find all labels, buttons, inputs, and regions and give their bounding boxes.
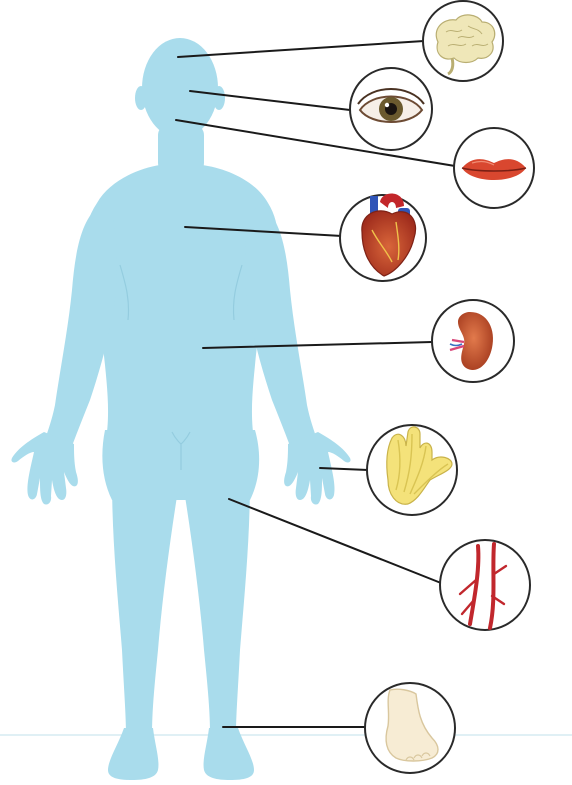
lips-icon [454, 128, 534, 208]
left-hand [11, 432, 77, 505]
brain-icon [423, 1, 503, 81]
kidney-icon [432, 300, 514, 382]
head [142, 38, 218, 138]
right-leg [184, 480, 250, 735]
foot-icon [365, 683, 455, 773]
blood-vessels-icon [440, 540, 530, 630]
right-arm [245, 205, 317, 446]
left-leg [112, 480, 178, 735]
leader-brain [178, 41, 424, 57]
hand-nerves-icon [367, 425, 457, 515]
right-foot [204, 728, 254, 780]
left-foot [108, 728, 158, 780]
heart-icon [340, 193, 426, 281]
eye-icon [350, 68, 432, 150]
human-silhouette [11, 38, 350, 780]
left-arm [45, 205, 117, 446]
